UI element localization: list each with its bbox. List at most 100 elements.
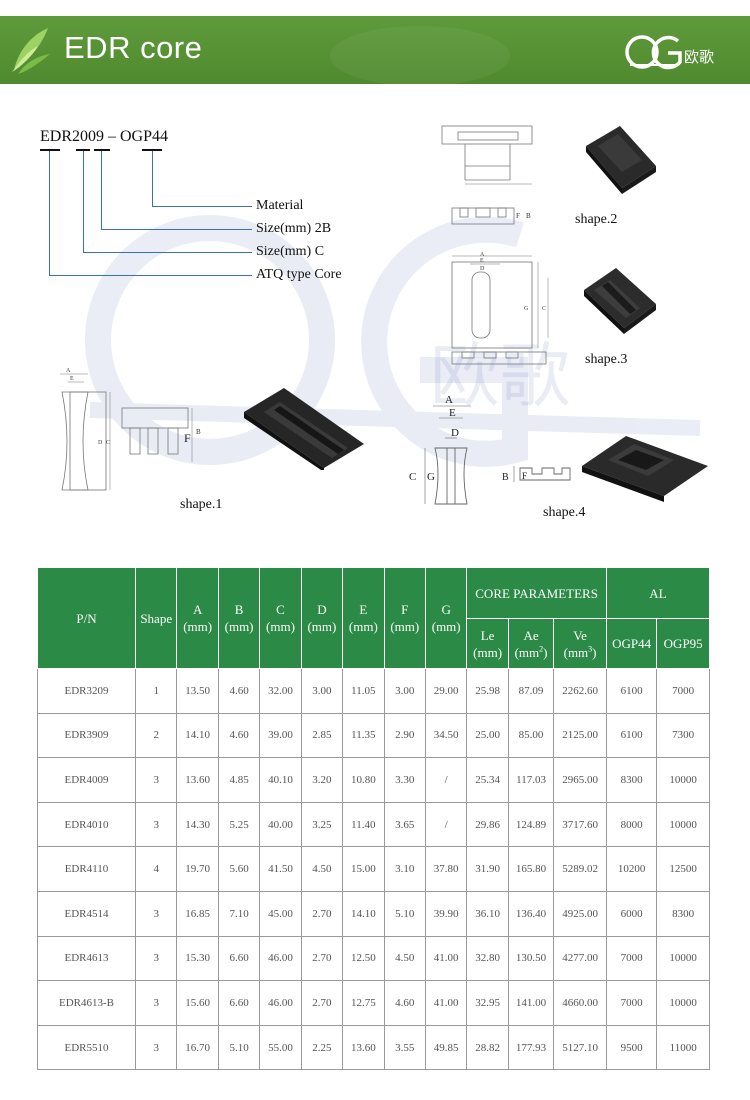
table-cell: 3.00 xyxy=(383,668,426,714)
table-cell: 3 xyxy=(135,935,178,982)
svg-text:A: A xyxy=(480,252,485,258)
table-cell: 136.40 xyxy=(507,890,555,937)
table-cell: 14.10 xyxy=(176,712,219,759)
table-cell: 16.70 xyxy=(176,1024,219,1071)
table-cell: 37.80 xyxy=(424,846,468,892)
col-ogp44: OGP44 xyxy=(605,618,658,669)
table-cell: 14.10 xyxy=(342,890,385,937)
header-banner: EDR core 欧歌 xyxy=(0,16,750,84)
table-cell: 3.20 xyxy=(300,757,344,803)
svg-text:A: A xyxy=(66,368,71,374)
table-cell: 4.60 xyxy=(217,668,261,714)
page-title: EDR core xyxy=(64,30,203,65)
table-cell: 34.50 xyxy=(424,712,468,759)
svg-text:B: B xyxy=(502,472,509,483)
table-cell: 4925.00 xyxy=(553,890,607,937)
table-cell: 11000 xyxy=(656,1024,710,1071)
table-cell: 10000 xyxy=(656,757,710,803)
table-cell: 3 xyxy=(135,1024,178,1071)
table-cell: 141.00 xyxy=(507,980,555,1026)
table-cell: 5.10 xyxy=(383,890,426,937)
table-cell: 2965.00 xyxy=(553,757,607,803)
connector-type-v xyxy=(49,151,50,275)
table-cell: 11.40 xyxy=(342,801,385,848)
table-cell: 2.25 xyxy=(300,1024,344,1071)
connector-material-v xyxy=(152,151,153,206)
table-cell: 7000 xyxy=(605,980,658,1026)
table-cell: 7000 xyxy=(656,668,710,714)
table-cell: 46.00 xyxy=(259,935,302,982)
svg-text:D: D xyxy=(451,427,459,439)
table-cell: 4277.00 xyxy=(553,935,607,982)
svg-text:A: A xyxy=(445,394,453,406)
connector-c-h xyxy=(83,252,252,253)
table-cell: EDR4009 xyxy=(36,757,137,803)
svg-text:C: C xyxy=(542,306,546,312)
col-g: G(mm) xyxy=(424,567,468,669)
table-cell: 1 xyxy=(135,668,178,714)
table-cell: 4660.00 xyxy=(553,980,607,1026)
table-cell: 2.70 xyxy=(300,935,344,982)
table-cell: 5.10 xyxy=(217,1024,261,1071)
table-cell: 85.00 xyxy=(507,712,555,759)
table-cell: 3.10 xyxy=(383,846,426,892)
table-cell: 6.60 xyxy=(217,935,261,982)
table-cell: 5127.10 xyxy=(553,1024,607,1071)
svg-text:D: D xyxy=(98,440,103,446)
table-cell: EDR4613-B xyxy=(36,980,137,1026)
col-c: C(mm) xyxy=(259,567,302,669)
table-cell: 5.25 xyxy=(217,801,261,848)
table-cell: 11.05 xyxy=(342,668,385,714)
shape2-drawing: F B xyxy=(441,125,533,225)
table-cell: 25.34 xyxy=(466,757,509,803)
table-cell: 2.90 xyxy=(383,712,426,759)
table-cell: 124.89 xyxy=(507,801,555,848)
table-cell: 39.90 xyxy=(424,890,468,937)
col-ve: Ve(mm3) xyxy=(553,618,607,669)
table-cell: 12.75 xyxy=(342,980,385,1026)
table-cell: 11.35 xyxy=(342,712,385,759)
table-cell: 130.50 xyxy=(507,935,555,982)
table-cell: 13.60 xyxy=(342,1024,385,1071)
col-al: AL xyxy=(605,567,711,619)
table-cell: EDR5510 xyxy=(36,1024,137,1071)
table-cell: 3 xyxy=(135,801,178,848)
table-cell: EDR4010 xyxy=(36,801,137,848)
table-cell: / xyxy=(424,757,468,803)
table-cell: 45.00 xyxy=(259,890,302,937)
col-core-parameters: CORE PARAMETERS xyxy=(466,567,607,619)
table-cell: 46.00 xyxy=(259,980,302,1026)
header-row-1: P/N Shape A(mm) B(mm) C(mm) D(mm) E(mm) … xyxy=(36,567,711,669)
col-d: D(mm) xyxy=(300,567,344,669)
shape1-label: shape.1 xyxy=(180,497,223,512)
shape4-core-image xyxy=(582,436,708,502)
table-cell: 3717.60 xyxy=(553,801,607,848)
connector-material-h xyxy=(152,206,252,207)
company-logo: 欧歌 xyxy=(625,35,714,70)
table-cell: / xyxy=(424,801,468,848)
table-cell: 4 xyxy=(135,846,178,892)
table-cell: 8000 xyxy=(605,801,658,848)
svg-text:F: F xyxy=(184,431,191,445)
table-cell: 2 xyxy=(135,712,178,759)
header-row-2: Le(mm) Ae(mm2) Ve(mm3) OGP44 OGP95 xyxy=(38,618,710,669)
table-cell: 13.50 xyxy=(176,668,219,714)
shape4-drawing: A E D C G xyxy=(409,394,471,505)
table-cell: 40.00 xyxy=(259,801,302,848)
col-a: A(mm) xyxy=(176,567,219,669)
shape3-core-image xyxy=(584,268,656,334)
shape1-core-image xyxy=(244,388,364,470)
table-cell: 7300 xyxy=(656,712,710,759)
table-cell: 3.55 xyxy=(383,1024,426,1071)
table-cell: 3 xyxy=(135,757,178,803)
table-cell: 10000 xyxy=(656,801,710,848)
table-cell: 41.50 xyxy=(259,846,302,892)
table-cell: 41.00 xyxy=(424,935,468,982)
table-cell: 6000 xyxy=(605,890,658,937)
table-cell: 25.98 xyxy=(466,668,509,714)
